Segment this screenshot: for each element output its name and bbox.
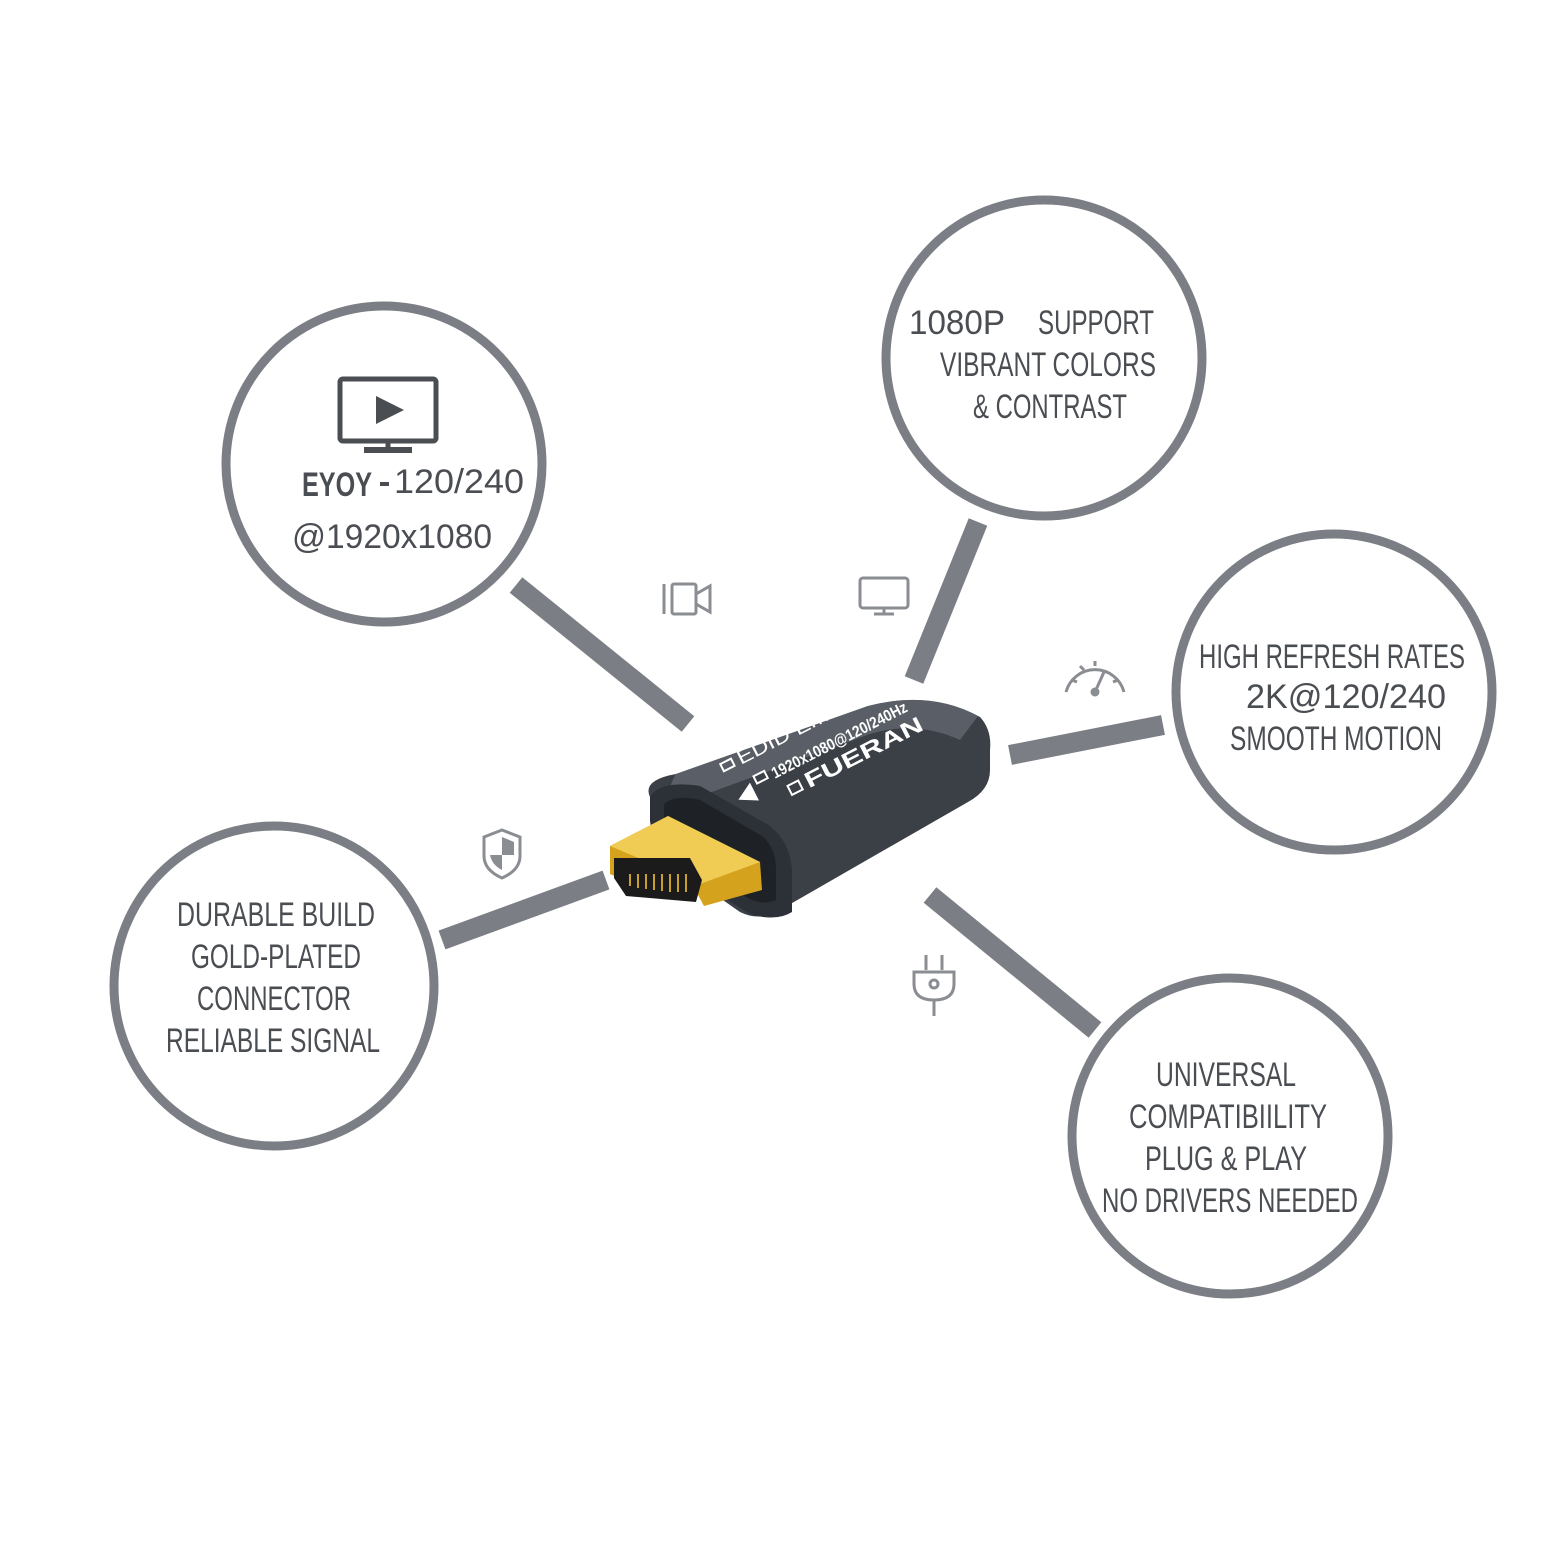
monitor-icon xyxy=(858,576,910,616)
refresh-rates-line2: 2K@120/240 xyxy=(1246,678,1446,716)
durable-text-group: DURABLE BUILD GOLD-PLATED CONNECTOR RELI… xyxy=(166,896,380,1060)
support-1080p-text-group: 1080P SUPPORT VIBRANT COLORS & CONTRAST xyxy=(909,304,1156,426)
video-camera-icon xyxy=(662,582,712,616)
support-1080p-resolution: 1080P xyxy=(909,304,1005,342)
connector-line-eyoy xyxy=(509,577,695,732)
universal-line1: UNIVERSAL xyxy=(1156,1056,1296,1094)
circle-durable xyxy=(109,821,439,1151)
circle-1080p xyxy=(881,195,1207,521)
circle-eyoy xyxy=(221,301,547,627)
power-plug-icon xyxy=(912,955,956,1016)
connector-line-refresh xyxy=(1008,715,1165,765)
hdmi-plug-highlight xyxy=(610,816,760,884)
durable-line2: GOLD-PLATED xyxy=(191,938,361,976)
durable-line3: CONNECTOR xyxy=(197,980,351,1018)
universal-line4: NO DRIVERS NEEDED xyxy=(1102,1182,1358,1220)
support-1080p-line2: VIBRANT COLORS xyxy=(940,346,1156,384)
eyoy-separator xyxy=(380,482,389,486)
connector-line-universal xyxy=(923,887,1102,1038)
shield-icon xyxy=(482,828,522,880)
eyoy-rate: 120/240 xyxy=(394,463,524,501)
universal-line3: PLUG & PLAY xyxy=(1145,1140,1307,1178)
arrow-glyph xyxy=(738,782,759,801)
hdmi-plug-socket xyxy=(614,858,702,902)
durable-line4: RELIABLE SIGNAL xyxy=(166,1022,380,1060)
product-top-face xyxy=(670,699,978,800)
support-1080p-support: SUPPORT xyxy=(1038,304,1154,342)
refresh-rates-text-group: HIGH REFRESH RATES 2K@120/240 SMOOTH MOT… xyxy=(1199,638,1465,758)
eyoy-resolution: @1920x1080 xyxy=(292,518,492,556)
connector-line-1080p xyxy=(904,518,988,684)
port-glyph-bottom xyxy=(752,769,770,785)
universal-text-group: UNIVERSAL COMPATIBIILITY PLUG & PLAY NO … xyxy=(1102,1056,1358,1220)
connector-line-durable xyxy=(438,870,610,950)
connector-lines xyxy=(438,518,1165,1038)
brand-glyph xyxy=(786,779,805,797)
eyoy-text-group: EYOY 120/240 @1920x1080 xyxy=(292,463,524,556)
tv-play-icon xyxy=(337,376,439,453)
refresh-rates-line1: HIGH REFRESH RATES xyxy=(1199,638,1465,676)
circle-universal xyxy=(1067,973,1393,1299)
refresh-rates-line3: SMOOTH MOTION xyxy=(1230,720,1442,758)
eyoy-brand: EYOY xyxy=(302,466,372,504)
durable-line1: DURABLE BUILD xyxy=(177,896,375,934)
hdmi-plug-pins xyxy=(629,874,687,892)
support-1080p-line3: & CONTRAST xyxy=(973,388,1127,426)
speedometer-icon xyxy=(1064,661,1126,697)
port-glyph-top xyxy=(718,757,736,773)
circle-refresh xyxy=(1171,529,1497,855)
feature-circles xyxy=(109,195,1497,1299)
universal-line2: COMPATIBIILITY xyxy=(1129,1098,1327,1136)
